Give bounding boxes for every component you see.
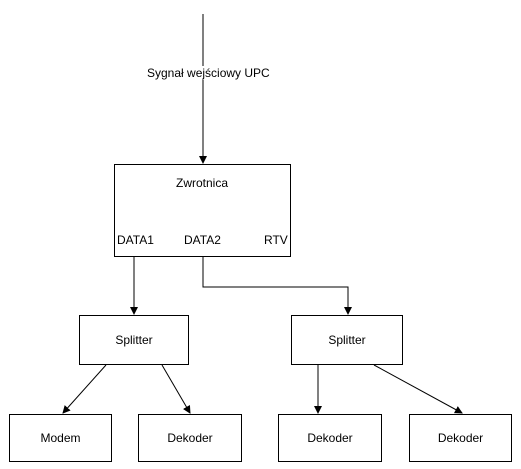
port-rtv-label: RTV (264, 233, 288, 247)
modem-label: Modem (40, 431, 81, 445)
connector-splitter-right-to-dekoder-2 (373, 364, 463, 414)
dekoder-label-1: Dekoder (167, 431, 213, 445)
dekoder-label-3: Dekoder (437, 431, 484, 445)
modem-node[interactable]: Modem (9, 414, 112, 462)
splitter-right-node[interactable]: Splitter (291, 315, 403, 365)
port-data1-label: DATA1 (117, 233, 154, 247)
dekoder-node-3[interactable]: Dekoder (409, 414, 512, 462)
zwrotnica-title: Zwrotnica (176, 176, 229, 190)
dekoder-node-2[interactable]: Dekoder (278, 414, 382, 462)
splitter-right-label: Splitter (328, 333, 366, 347)
splitter-left-node[interactable]: Splitter (79, 315, 189, 365)
connector-data2-to-splitter-right (202, 257, 352, 315)
port-data2-label: DATA2 (184, 233, 221, 247)
zwrotnica-node[interactable]: Zwrotnica DATA1 DATA2 RTV (114, 164, 291, 257)
connector-splitter-left-to-modem (62, 364, 107, 414)
dekoder-label-2: Dekoder (307, 431, 353, 445)
splitter-left-label: Splitter (115, 333, 153, 347)
dekoder-node-1[interactable]: Dekoder (138, 414, 242, 462)
connector-splitter-left-to-dekoder (161, 364, 191, 414)
input-signal-label: Sygnał wejściowy UPC (146, 66, 271, 80)
